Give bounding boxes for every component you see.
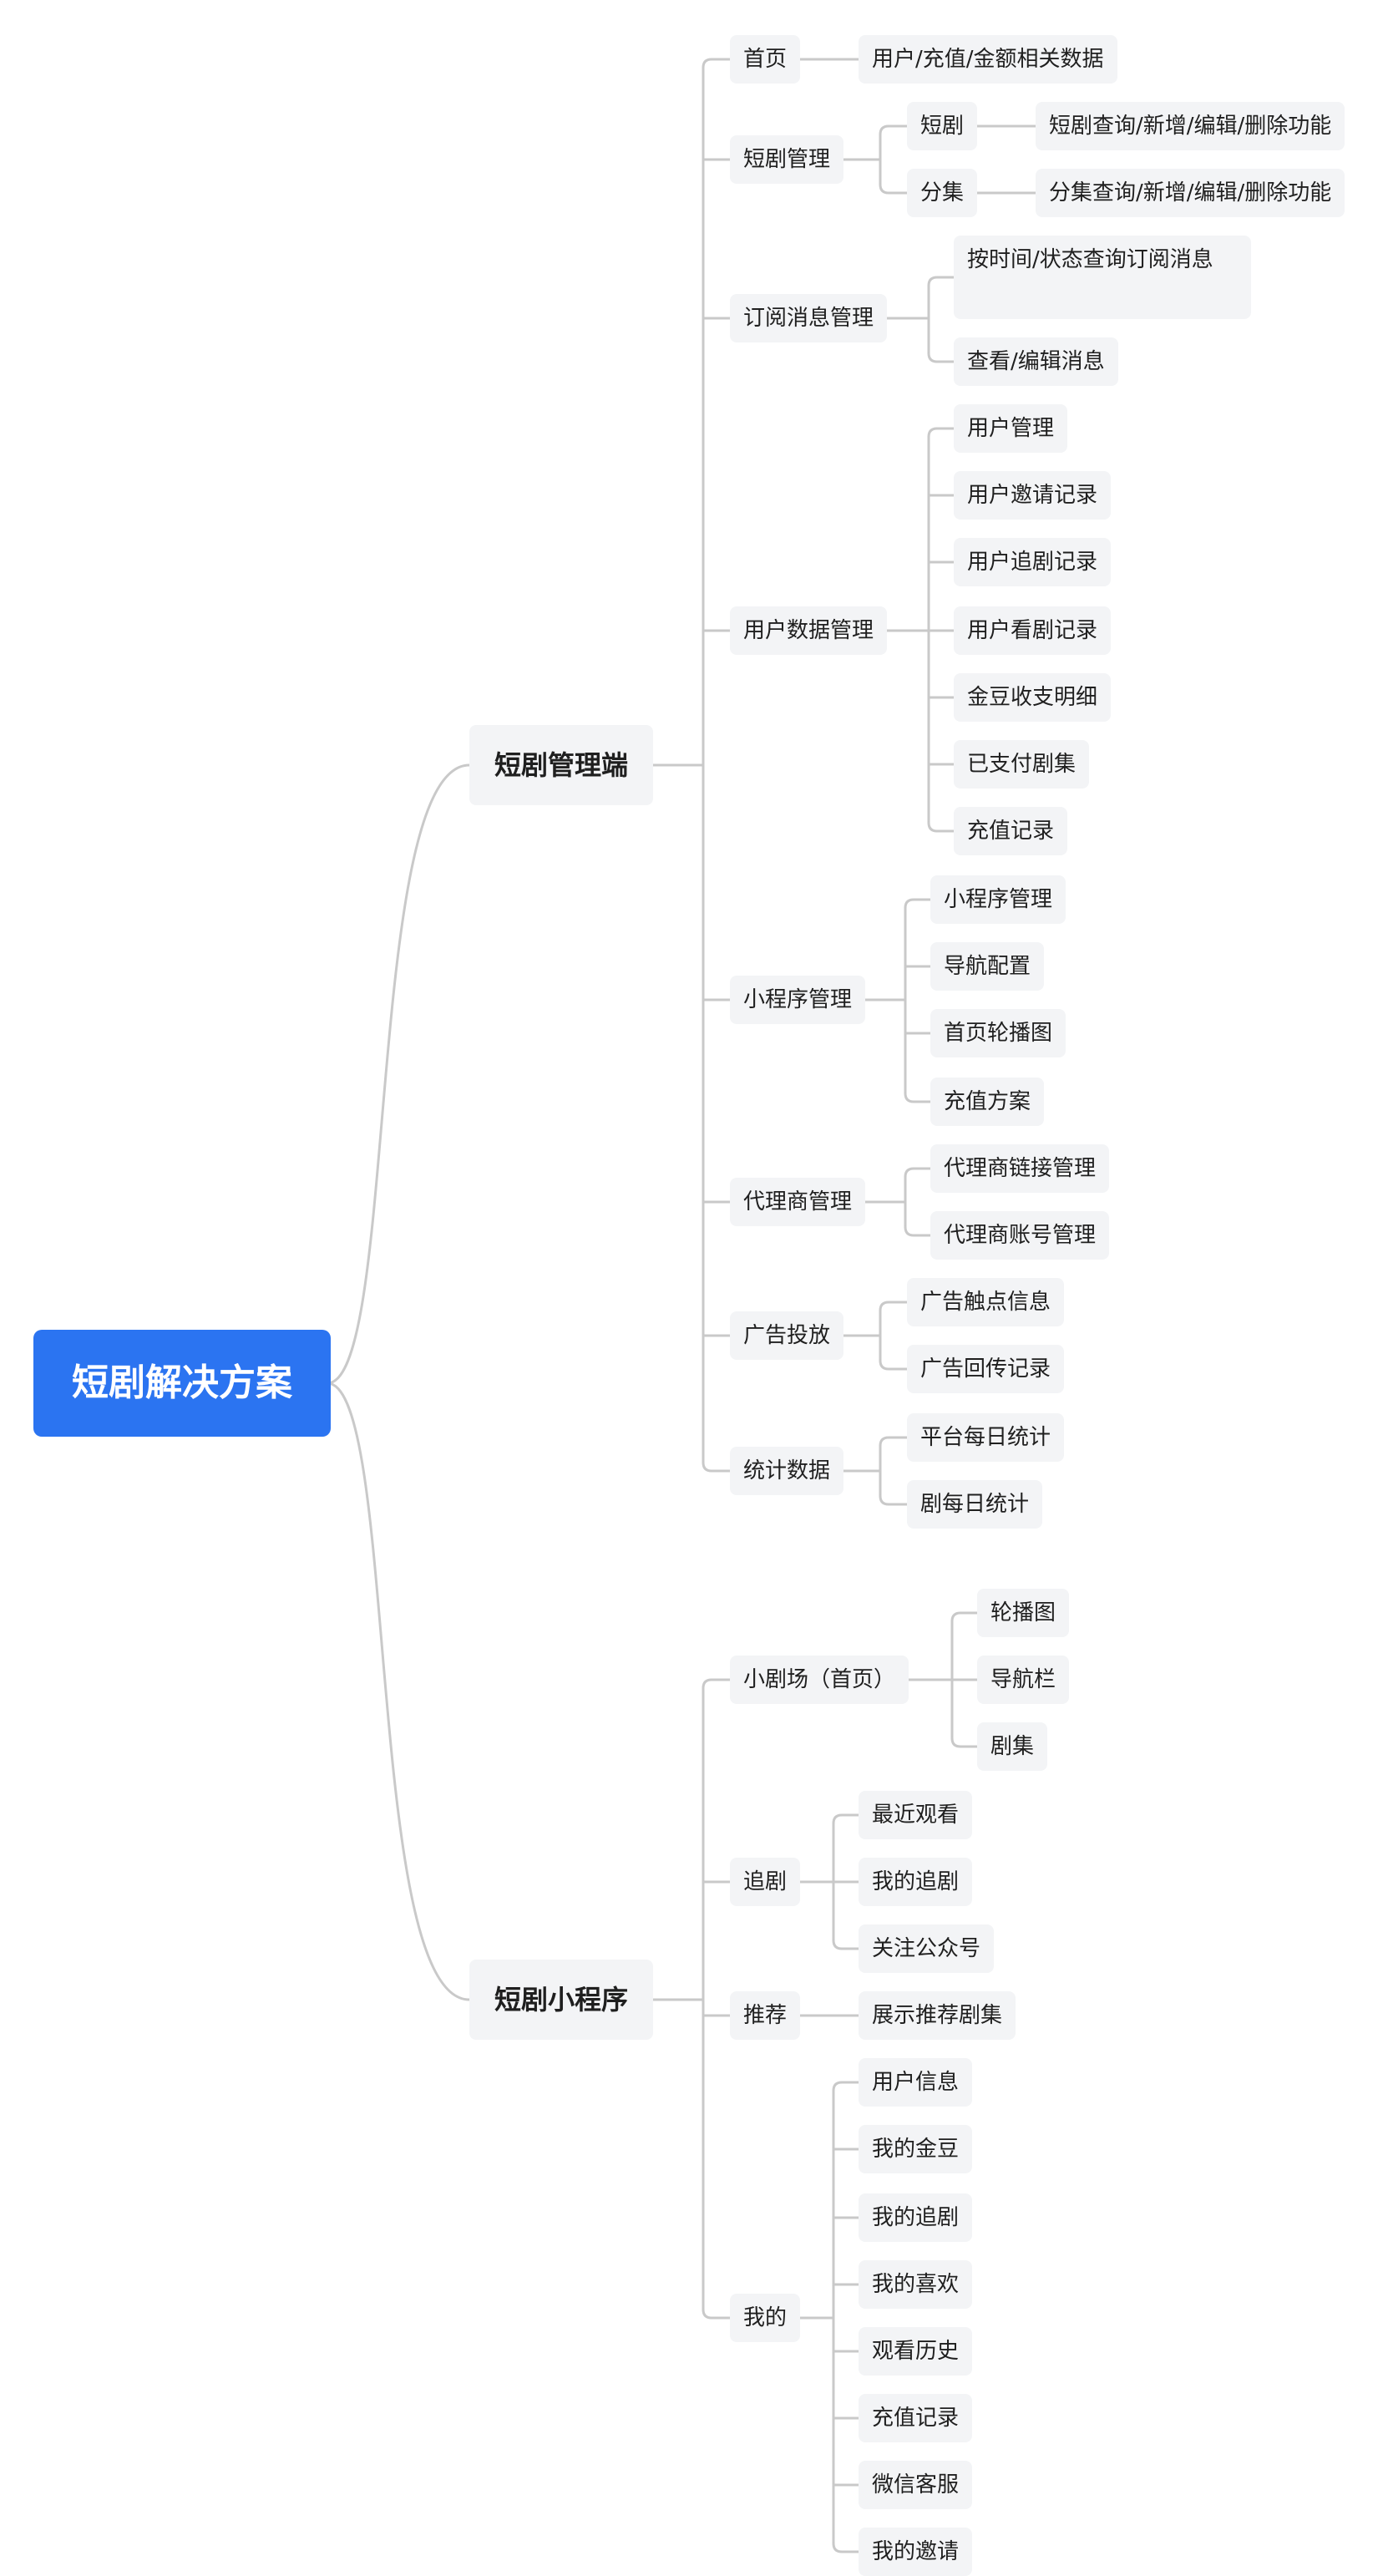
- leaf-node[interactable]: 微信客服: [859, 2461, 973, 2509]
- connector-line: [832, 2542, 860, 2553]
- leaf-node[interactable]: 首页轮播图: [930, 1009, 1066, 1057]
- leaf-node[interactable]: 我的追剧: [859, 2193, 973, 2242]
- connector-line: [702, 1678, 732, 1690]
- leaf-node[interactable]: 展示推荐剧集: [859, 1991, 1016, 2040]
- leaf-node[interactable]: 广告回传记录: [907, 1345, 1065, 1393]
- leaf-node[interactable]: 金豆收支明细: [954, 673, 1112, 722]
- leaf-node[interactable]: 剧每日统计: [907, 1480, 1043, 1529]
- leaf-node[interactable]: 最近观看: [859, 1791, 973, 1839]
- connector-line: [950, 1611, 979, 1623]
- connector-line: [927, 427, 955, 439]
- leaf-node[interactable]: 剧集: [977, 1722, 1048, 1771]
- leaf-node[interactable]: 用户邀请记录: [954, 471, 1112, 520]
- connector-line: [927, 352, 955, 363]
- leaf-node[interactable]: 用户信息: [859, 2058, 973, 2107]
- leaf-node[interactable]: 关注公众号: [859, 1924, 995, 1973]
- leaf-node[interactable]: 导航配置: [930, 942, 1045, 991]
- leaf-node[interactable]: 充值记录: [954, 807, 1068, 855]
- category-node[interactable]: 统计数据: [730, 1447, 844, 1495]
- connector-line: [832, 1939, 860, 1950]
- connector-line: [904, 1225, 932, 1237]
- category-node[interactable]: 我的: [730, 2294, 801, 2342]
- category-node[interactable]: 首页: [730, 35, 801, 84]
- connector-line: [950, 1737, 979, 1748]
- connector-line: [927, 821, 955, 833]
- connector-line: [702, 1461, 732, 1473]
- leaf-node[interactable]: 用户管理: [954, 404, 1068, 453]
- leaf-node[interactable]: 用户看剧记录: [954, 606, 1112, 655]
- leaf-node[interactable]: 我的喜欢: [859, 2260, 973, 2309]
- connector-line: [326, 1382, 471, 2001]
- leaf-node[interactable]: 广告触点信息: [907, 1278, 1065, 1326]
- connector-line: [879, 1436, 909, 1448]
- category-node[interactable]: 推荐: [730, 1991, 801, 2040]
- leaf-node[interactable]: 按时间/状态查询订阅消息: [954, 236, 1251, 319]
- connector-line: [879, 1359, 909, 1371]
- category-node[interactable]: 用户数据管理: [730, 606, 888, 655]
- leaf-node[interactable]: 充值记录: [859, 2394, 973, 2442]
- connector-line: [904, 1167, 932, 1179]
- connector-line: [927, 276, 955, 287]
- leaf-node[interactable]: 分集查询/新增/编辑/删除功能: [1036, 169, 1345, 217]
- leaf-node[interactable]: 用户/充值/金额相关数据: [859, 35, 1117, 84]
- leaf-node[interactable]: 我的金豆: [859, 2125, 973, 2173]
- branch-node-admin[interactable]: 短剧管理端: [469, 725, 654, 805]
- connector-line: [879, 1301, 909, 1312]
- connector-line: [879, 1494, 909, 1506]
- leaf-node[interactable]: 查看/编辑消息: [954, 337, 1118, 386]
- leaf-node[interactable]: 用户追剧记录: [954, 538, 1112, 586]
- leaf-node[interactable]: 充值方案: [930, 1078, 1045, 1126]
- leaf-node[interactable]: 小程序管理: [930, 875, 1066, 924]
- category-node[interactable]: 订阅消息管理: [730, 294, 888, 342]
- branch-node-miniapp[interactable]: 短剧小程序: [469, 1960, 654, 2040]
- leaf-node[interactable]: 代理商链接管理: [930, 1144, 1110, 1193]
- leaf-node[interactable]: 已支付剧集: [954, 740, 1090, 789]
- category-node[interactable]: 短剧管理: [730, 135, 844, 184]
- leaf-node[interactable]: 观看历史: [859, 2327, 973, 2376]
- connector-line: [879, 183, 909, 195]
- connector-line: [832, 1813, 860, 1825]
- leaf-node[interactable]: 代理商账号管理: [930, 1211, 1110, 1260]
- leaf-node[interactable]: 平台每日统计: [907, 1413, 1065, 1462]
- connector-line: [326, 763, 471, 1385]
- category-node[interactable]: 小程序管理: [730, 976, 866, 1024]
- leaf-node[interactable]: 我的邀请: [859, 2528, 973, 2576]
- sub-category-node[interactable]: 短剧: [907, 102, 978, 150]
- category-node[interactable]: 广告投放: [730, 1311, 844, 1360]
- leaf-node[interactable]: 短剧查询/新增/编辑/删除功能: [1036, 102, 1345, 150]
- connector-line: [702, 58, 732, 69]
- category-node[interactable]: 小剧场（首页）: [730, 1656, 909, 1704]
- connector-line: [904, 1092, 932, 1103]
- root-node[interactable]: 短剧解决方案: [33, 1330, 331, 1437]
- leaf-node[interactable]: 我的追剧: [859, 1858, 973, 1906]
- connector-line: [904, 898, 932, 910]
- leaf-node[interactable]: 轮播图: [977, 1589, 1070, 1637]
- connector-line: [702, 2308, 732, 2320]
- leaf-node[interactable]: 导航栏: [977, 1656, 1070, 1704]
- category-node[interactable]: 追剧: [730, 1858, 801, 1906]
- connector-line: [879, 124, 909, 136]
- category-node[interactable]: 代理商管理: [730, 1178, 866, 1226]
- sub-category-node[interactable]: 分集: [907, 169, 978, 217]
- connector-line: [832, 2081, 860, 2092]
